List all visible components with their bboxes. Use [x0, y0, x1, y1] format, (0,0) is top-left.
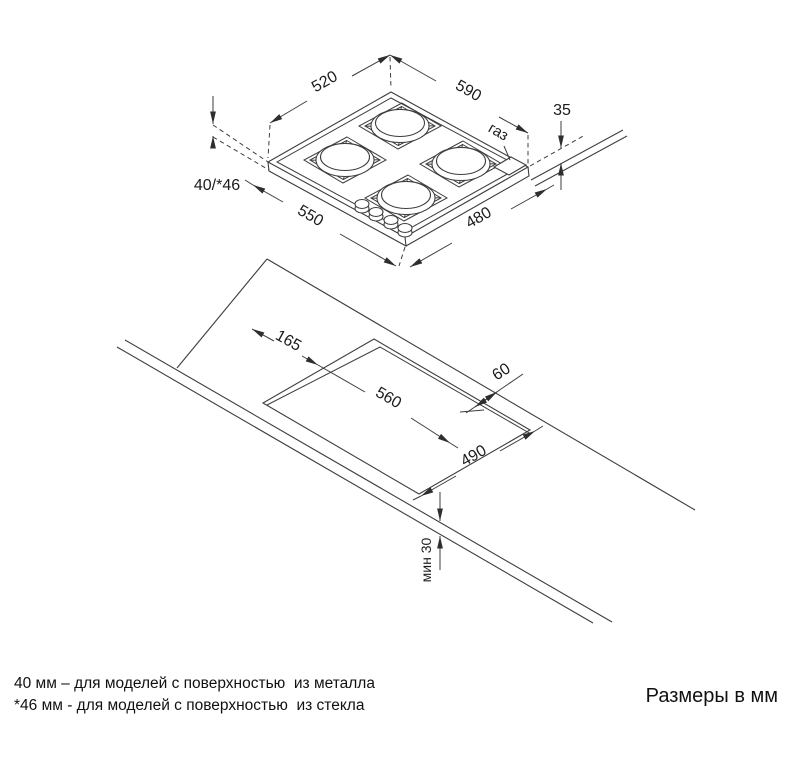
dimension-min-30: мин 30 — [418, 492, 443, 582]
counter-level-left-dashed — [212, 124, 270, 171]
burner-right — [418, 140, 504, 188]
dim-min-30-label: мин 30 — [418, 537, 434, 582]
countertop-cutout-view: 165 560 60 490 мин 30 — [116, 258, 696, 624]
dim-40-46-label: 40/*46 — [194, 177, 240, 194]
units-note: Размеры в мм — [646, 685, 778, 707]
dimension-35: 35 — [553, 102, 571, 190]
burner-left — [302, 136, 388, 184]
counter-back-right-edge — [266, 258, 696, 511]
dim-590-label: 590 — [452, 77, 484, 105]
dimension-40-46: 40/*46 — [194, 96, 240, 194]
dim-35-label: 35 — [553, 102, 571, 119]
gas-label: газ — [485, 120, 511, 145]
footnote-metal: 40 мм – для моделей с поверхностью из ме… — [14, 675, 375, 692]
hob-body-thickness — [267, 161, 530, 247]
dimension-60: 60 — [459, 360, 524, 414]
control-knobs — [354, 198, 413, 238]
dim-480-label: 480 — [463, 204, 495, 232]
burner-front — [363, 174, 449, 222]
dim-560-label: 560 — [372, 384, 404, 412]
counter-front-edge — [116, 339, 613, 624]
gas-connection-box — [492, 156, 528, 176]
dim-550-label: 550 — [294, 202, 326, 230]
dim-60-label: 60 — [489, 360, 513, 384]
dim-520-label: 520 — [309, 68, 341, 96]
footnote-glass: *46 мм - для моделей с поверхностью из с… — [14, 697, 365, 714]
dim-490-label: 490 — [458, 442, 490, 470]
cutout-outline — [261, 338, 532, 495]
counter-level-right — [530, 129, 628, 187]
dimension-520: 520 — [267, 54, 392, 159]
dimension-165-560: 165 560 — [251, 327, 459, 449]
counter-back-left-edge — [176, 258, 268, 369]
gas-leader-line — [503, 145, 511, 161]
dim-165-label: 165 — [272, 327, 304, 355]
burner-back — [357, 102, 443, 150]
hob-top-view: 520 590 550 480 40/*46 — [194, 54, 628, 268]
hob-top-extension-right-dashed — [529, 134, 586, 167]
dimension-490: 490 — [412, 425, 544, 501]
